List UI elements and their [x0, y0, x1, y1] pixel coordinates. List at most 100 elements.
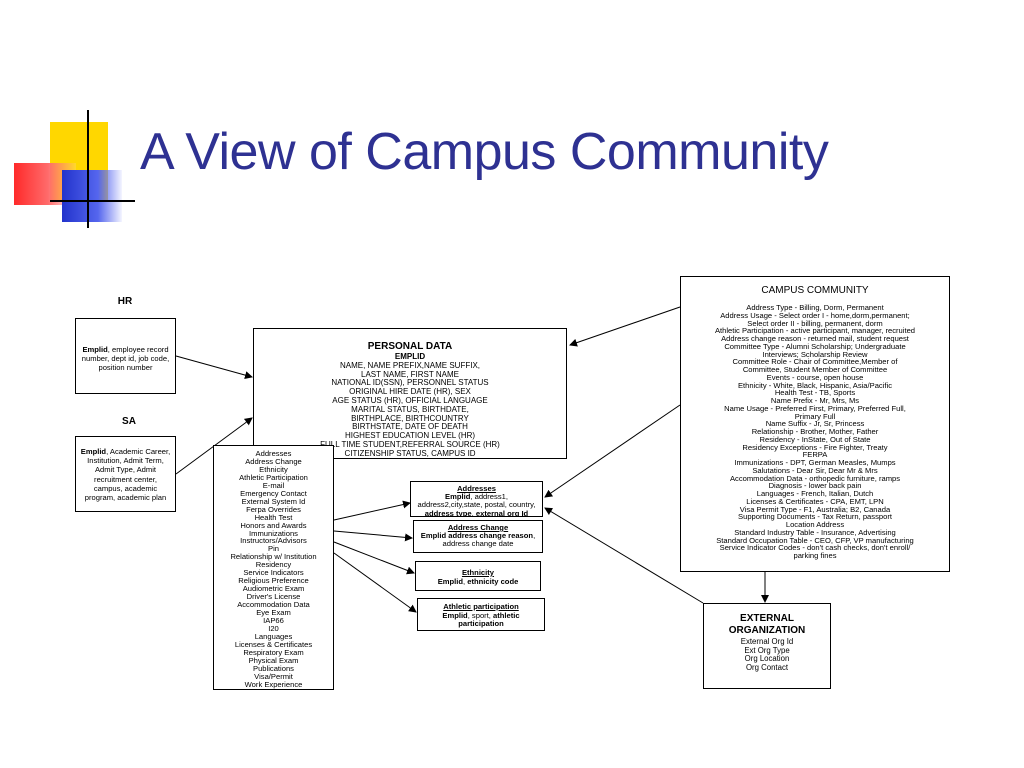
record-list-line: Work Experience: [244, 679, 303, 689]
record-list-line: Ethnicity: [259, 464, 288, 474]
addresses-text-2: ,: [471, 508, 476, 517]
decorative-horizontal-line: [50, 200, 135, 202]
address-change-text-1: , address change date: [442, 531, 536, 549]
arrow-list-to-ethnicity: [333, 541, 415, 575]
campus-community-line: Name Suffix - Jr, Sr, Princess: [765, 419, 865, 429]
addresses-bold-2: address type: [424, 508, 472, 517]
external-heading-1: EXTERNAL: [740, 613, 794, 624]
record-list-line: Honors and Awards: [240, 520, 307, 530]
personal-data-line: BIRTHPLACE, BIRTHCOUNTRY: [351, 413, 469, 423]
personal-data-line: HIGHEST EDUCATION LEVEL (HR): [344, 431, 476, 441]
hr-box: Emplid, employee record number, dept id,…: [75, 318, 176, 394]
record-list-line: Athletic Participation: [239, 472, 308, 482]
record-list-line: Licenses & Certificates: [234, 639, 313, 649]
campus-community-line: Relationship - Brother, Mother, Father: [751, 427, 879, 436]
campus-community-line: Committee Type - Alumni Scholarship; Und…: [724, 341, 906, 351]
addresses-text-1: , address1, address2,city,state, postal,…: [417, 492, 536, 510]
addresses-key: Emplid: [445, 492, 471, 502]
campus-community-line: Standard Occupation Table - CEO, CFP, VP…: [716, 535, 914, 545]
record-list-line: IAP66: [263, 616, 284, 626]
campus-community-line: Athletic Participation - active particip…: [714, 326, 916, 336]
record-list-line: Languages: [254, 631, 293, 641]
slide-title: A View of Campus Community: [140, 123, 829, 181]
record-list-line: Driver's License: [246, 592, 301, 602]
athletic-bold-1: Emplid: [442, 610, 468, 620]
ethnicity-box: Ethnicity Emplid, ethnicity code: [415, 561, 541, 591]
sa-box: Emplid, Academic Career, Institution, Ad…: [75, 436, 176, 512]
campus-community-line: Immunizations - DPT, German Measles, Mum…: [734, 458, 896, 467]
personal-data-line: CITIZENSHIP STATUS, CAMPUS ID: [344, 448, 476, 458]
record-list-line: Relationship w/ Institution: [230, 552, 317, 562]
campus-community-line: Service Indicator Codes - don't cash che…: [719, 543, 911, 553]
campus-community-line: Residency - InState, Out of State: [759, 434, 871, 444]
athletic-title: Athletic participation: [443, 602, 519, 611]
hr-label: HR: [117, 296, 133, 307]
campus-community-line: Salutations - Dear Sir, Dear Mr & Mrs: [752, 465, 878, 475]
campus-community-box: CAMPUS COMMUNITY Address Type - Billing,…: [680, 276, 950, 572]
campus-community-line: Licenses & Certificates - CPA, EMT, LPN: [746, 496, 884, 506]
campus-community-line: Address Type - Billing, Dorm, Permanent: [746, 303, 884, 312]
personal-data-line: ORIGINAL HIRE DATE (HR), SEX: [349, 387, 471, 397]
campus-community-line: Supporting Documents - Tax Return, passp…: [738, 512, 892, 522]
decorative-vertical-line: [87, 110, 89, 228]
decorative-blue-square: [62, 170, 122, 222]
record-list-line: Instructors/Advisors: [240, 536, 307, 546]
arrow-hr-to-personal: [175, 355, 253, 379]
record-list-line: Visa/Permit: [254, 671, 293, 681]
record-list-line: Health Test: [254, 512, 293, 522]
ethnicity-bold-1: Emplid: [437, 577, 464, 586]
campus-community-line: parking fines: [793, 551, 837, 560]
campus-community-line: Committee Role - Chair of Committee,Memb…: [732, 357, 898, 367]
address-change-title: Address Change: [447, 523, 509, 532]
campus-community-heading: CAMPUS COMMUNITY: [761, 285, 869, 296]
record-list-line: Immunizations: [249, 528, 298, 538]
external-heading-2: ORGANIZATION: [728, 625, 806, 636]
external-organization-line: Ext Org Type: [744, 645, 790, 655]
campus-community-line: Health Test - TB, Sports: [774, 388, 856, 398]
record-list-line: External System Id: [241, 496, 306, 506]
campus-community-line: Address change reason - returned mail, s…: [721, 334, 909, 343]
addresses-bold-3: external org Id: [475, 508, 529, 517]
address-change-box: Address Change Emplid address change rea…: [413, 520, 543, 553]
personal-data-line: LAST NAME, FIRST NAME: [361, 369, 459, 379]
campus-community-line: Languages - French, Italian, Dutch: [756, 489, 874, 498]
arrow-list-to-addresses: [333, 500, 411, 521]
campus-community-line: Accommodation Data - orthopedic furnitur…: [729, 473, 901, 483]
ethnicity-title: Ethnicity: [461, 568, 495, 577]
personal-data-box: PERSONAL DATA EMPLID NAME, NAME PREFIX,N…: [253, 328, 567, 459]
athletic-participation-box: Athletic participation Emplid, sport, at…: [417, 598, 545, 631]
campus-community-line: Visa Permit Type - F1, Australia; B2, Ca…: [739, 504, 891, 514]
campus-community-line: Standard Industry Table - Insurance, Adv…: [734, 527, 896, 537]
record-list-line: Publications: [253, 663, 294, 673]
arrow-list-to-athletic: [333, 552, 417, 613]
record-list-line: Service Indicators: [243, 568, 304, 578]
personal-data-line: MARITAL STATUS, BIRTHDATE,: [351, 404, 469, 414]
hr-text: , employee record number, dept id, job c…: [81, 345, 170, 373]
campus-community-line: Address Usage - Select order I - home,do…: [720, 310, 910, 320]
external-organization-line: Org Contact: [745, 662, 789, 672]
record-list-line: Residency: [255, 560, 292, 570]
record-list-line: Physical Exam: [248, 655, 299, 665]
personal-data-line: AGE STATUS (HR), OFFICIAL LANGUAGE: [332, 395, 488, 405]
personal-data-key: EMPLID: [394, 352, 426, 361]
arrow-list-to-address-change: [333, 530, 413, 542]
campus-community-line: Ethnicity - White, Black, Hispanic, Asia…: [737, 380, 893, 390]
personal-data-line: NATIONAL ID(SSN), PERSONNEL STATUS: [331, 378, 489, 388]
campus-community-line: Select order II - billing, permanent, do…: [747, 318, 883, 328]
campus-community-line: FERPA: [802, 450, 828, 460]
record-list-line: Addresses: [255, 449, 292, 458]
record-list-line: Address Change: [245, 456, 302, 466]
record-list-line: Respiratory Exam: [243, 647, 304, 657]
campus-community-line: Diagnosis - lower back pain: [768, 481, 862, 491]
hr-key: Emplid: [82, 345, 108, 354]
campus-community-line: Name Prefix - Mr, Mrs, Ms: [770, 396, 860, 405]
external-organization-line: Org Location: [744, 654, 790, 664]
campus-community-line: Events - course, open house: [766, 372, 864, 382]
personal-data-heading: PERSONAL DATA: [367, 341, 453, 352]
addresses-box: Addresses Emplid, address1, address2,cit…: [410, 481, 543, 517]
